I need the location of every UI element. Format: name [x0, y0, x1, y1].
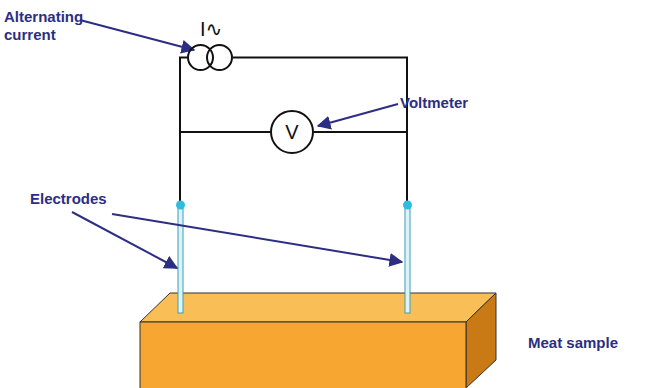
callout-label: Alternating current	[4, 8, 104, 44]
electrode	[405, 205, 410, 313]
leader-arrow	[318, 104, 398, 126]
wire	[406, 132, 408, 205]
current-symbol-label: I∿	[200, 18, 222, 40]
source-circles	[186, 44, 234, 71]
callout-label: Electrodes	[30, 190, 150, 208]
leader-arrow	[72, 212, 177, 268]
current-source-symbol: I∿	[186, 44, 234, 71]
meat-front	[140, 322, 466, 388]
circuit-wire	[233, 58, 407, 133]
electrode	[178, 205, 183, 313]
voltmeter-circle: V	[270, 110, 314, 154]
terminal-dot	[403, 201, 412, 210]
leader-arrow	[112, 214, 402, 262]
source-circle	[207, 45, 232, 70]
wire	[179, 132, 181, 205]
callout-label: Voltmeter	[400, 94, 520, 112]
meat-side	[466, 293, 496, 388]
leader-arrow	[80, 20, 194, 50]
meat-top	[140, 293, 496, 322]
callout-label: Meat sample	[528, 334, 648, 352]
voltmeter-symbol: V	[285, 121, 298, 143]
terminal-dot	[176, 201, 185, 210]
